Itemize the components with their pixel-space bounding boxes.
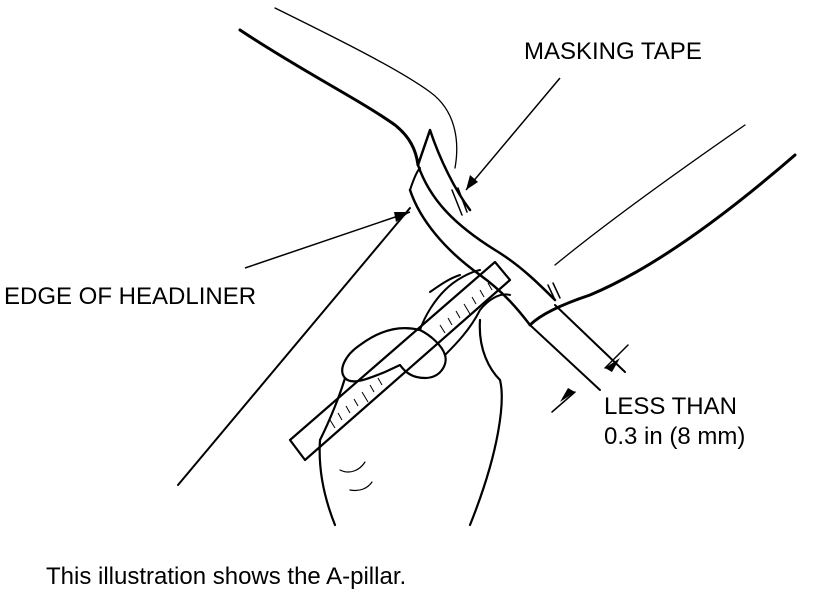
ruler-ticks (329, 282, 493, 429)
less-than-label: LESS THAN (604, 393, 737, 420)
masking-tape-leader (465, 77, 561, 191)
windshield-edge-line (274, 7, 458, 169)
illustration-caption: This illustration shows the A-pillar. (46, 563, 407, 590)
hand-wrist (318, 318, 503, 527)
masking-tape-strip-lower (547, 282, 561, 301)
masking-tape-label: MASKING TAPE (524, 38, 702, 65)
dimension-arrow-left (560, 388, 575, 402)
hand-palm-detail (339, 461, 373, 492)
gap-measure-lines (529, 304, 626, 391)
dimension-arrow-right (605, 358, 620, 372)
trim-bulge (416, 128, 472, 212)
ruler-body (288, 260, 512, 462)
dimension-line (551, 344, 629, 413)
pillar-front-line (177, 207, 411, 486)
trim-inner-curve (409, 167, 421, 191)
gap-measurement-label: 0.3 in (8 mm) (604, 423, 746, 450)
pillar-right-edge (528, 153, 797, 327)
edge-of-headliner-label: EDGE OF HEADLINER (4, 283, 257, 310)
pillar-right-thin-edge (554, 124, 746, 266)
masking-tape-arrowhead (466, 175, 478, 190)
hand-outline (341, 327, 447, 383)
masking-tape-strip (451, 187, 468, 216)
edge-headliner-arrowhead (394, 212, 410, 222)
edge-headliner-leader (244, 211, 411, 269)
pillar-trim-upper-edge (416, 163, 557, 302)
roof-edge-line (238, 28, 420, 167)
hand-fingers (419, 269, 511, 356)
